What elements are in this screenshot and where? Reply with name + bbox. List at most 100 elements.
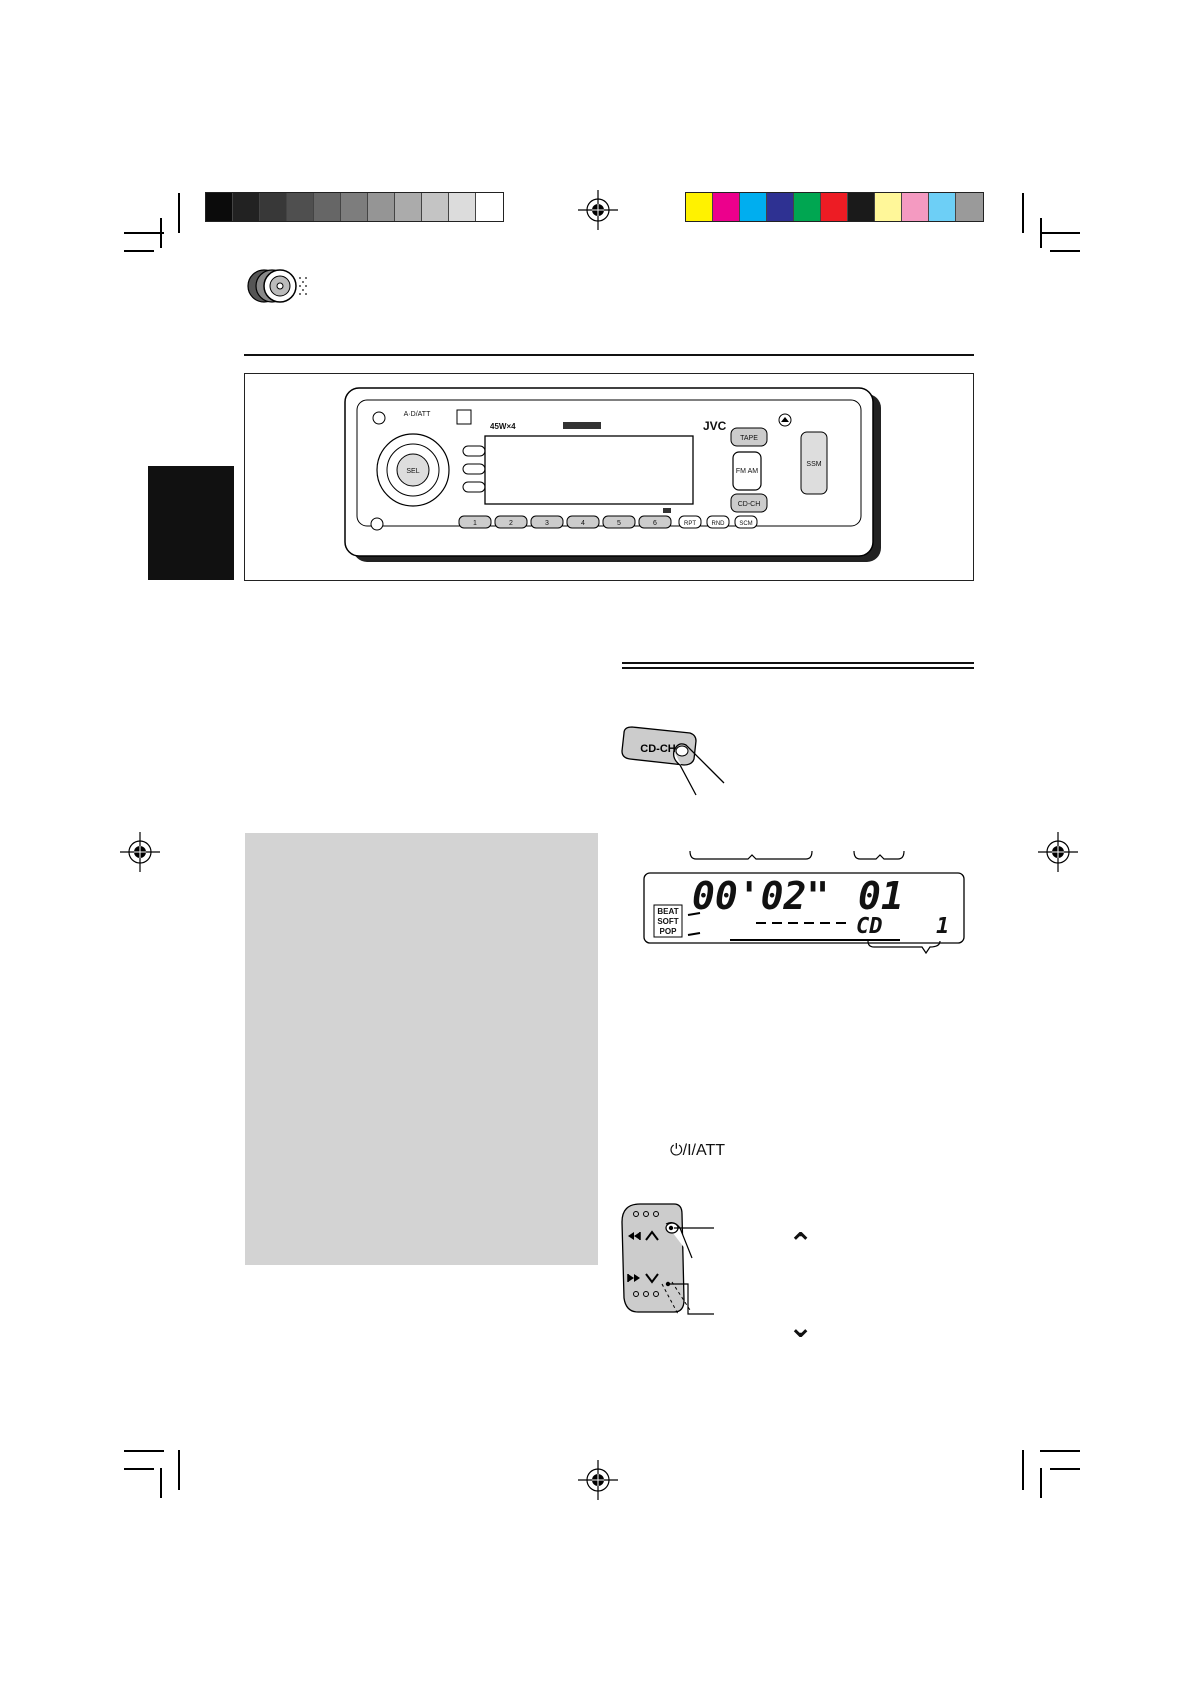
tape-button[interactable]: [730, 427, 768, 447]
band-button-label: FM AM: [736, 468, 758, 475]
sound-mode-soft: SOFT: [657, 917, 678, 926]
lcd-source: CD: [856, 914, 883, 939]
preset-button-1[interactable]: [458, 515, 492, 529]
mode-button-scm[interactable]: [734, 515, 758, 529]
color-swatch: [821, 193, 848, 221]
output-label: 45W×4: [490, 422, 516, 431]
small-button[interactable]: [462, 463, 486, 475]
section-rule: [244, 354, 974, 356]
grayscale-bar: [205, 192, 504, 222]
registration-mark-icon: [578, 190, 618, 230]
preset-button-label: 2: [509, 520, 513, 527]
crop-mark: [178, 1450, 180, 1490]
crop-mark: [124, 250, 154, 252]
head-unit-panel: SEL A·D/ATT 45W×4 JVC TAPE FM AM SSM CD-…: [244, 373, 974, 581]
color-swatch: [902, 193, 929, 221]
small-button[interactable]: [462, 481, 486, 493]
lcd-display-illustration: 00'02" 01 BEAT SOFT POP CD 1: [643, 850, 965, 955]
subsection-rule: [622, 667, 974, 669]
preset-button-5[interactable]: [602, 515, 636, 529]
power-att-label: ⏻/I/ATT: [670, 1142, 726, 1159]
seek-button[interactable]: [800, 431, 828, 495]
color-swatch: [767, 193, 794, 221]
gray-swatch: [422, 193, 449, 221]
head-unit-illustration: SEL A·D/ATT 45W×4 JVC TAPE FM AM SSM CD-…: [344, 387, 881, 562]
sel-label: SEL: [406, 468, 419, 475]
color-bar: [685, 192, 984, 222]
preset-button-label: 3: [545, 520, 549, 527]
power-label: A·D/ATT: [404, 411, 431, 418]
color-swatch: [794, 193, 821, 221]
note-box: [245, 833, 598, 1265]
small-button[interactable]: [462, 445, 486, 457]
preset-button-3[interactable]: [530, 515, 564, 529]
preset-button-6[interactable]: [638, 515, 672, 529]
sound-mode-pop: POP: [660, 927, 678, 936]
crop-mark: [1040, 232, 1080, 234]
crop-mark: [124, 232, 164, 234]
gray-swatch: [476, 193, 503, 221]
crop-mark: [1050, 1468, 1080, 1470]
cd-changer-icon: [247, 269, 307, 303]
preset-button-label: 1: [473, 520, 477, 527]
registration-mark-icon: [1038, 832, 1078, 872]
gray-swatch: [260, 193, 287, 221]
main-display: [484, 435, 694, 505]
lcd-time: 00'02": [692, 874, 829, 918]
preset-button-label: 5: [617, 520, 621, 527]
color-swatch: [713, 193, 740, 221]
mode-button-label: SCM: [739, 521, 752, 527]
brand-logo: JVC: [703, 419, 727, 433]
color-swatch: [686, 193, 713, 221]
seek-buttons-illustration: [621, 1203, 714, 1315]
preset-button-2[interactable]: [494, 515, 528, 529]
subsection-rule: [622, 662, 974, 664]
crop-mark: [1022, 1450, 1024, 1490]
preset-button-4[interactable]: [566, 515, 600, 529]
crop-mark: [1022, 193, 1024, 233]
registration-mark-icon: [120, 832, 160, 872]
gray-swatch: [206, 193, 233, 221]
mode-button[interactable]: [370, 517, 384, 531]
mode-button-rpt[interactable]: [678, 515, 702, 529]
gray-swatch: [395, 193, 422, 221]
color-swatch: [848, 193, 875, 221]
gray-swatch: [233, 193, 260, 221]
color-swatch: [929, 193, 956, 221]
crop-mark: [178, 193, 180, 233]
cd-ch-button[interactable]: [730, 493, 768, 513]
mode-button-label: RND: [712, 521, 726, 527]
cd-ch-press-illustration: CD-CH: [621, 726, 725, 796]
cd-ch-key-label: CD-CH: [640, 743, 675, 755]
down-arrow-icon: ⌄: [788, 1310, 814, 1345]
sound-mode-beat: BEAT: [657, 907, 678, 916]
crop-mark: [1040, 1450, 1080, 1452]
crop-mark: [124, 1450, 164, 1452]
gray-swatch: [314, 193, 341, 221]
ssm-label: SSM: [806, 461, 821, 468]
crop-mark: [160, 1468, 162, 1498]
preset-button-label: 4: [581, 520, 585, 527]
gray-swatch: [287, 193, 314, 221]
color-swatch: [956, 193, 983, 221]
gray-swatch: [368, 193, 395, 221]
cd-ch-button-label: CD-CH: [738, 501, 761, 508]
crop-mark: [124, 1468, 154, 1470]
tape-button-label: TAPE: [740, 435, 758, 442]
up-arrow-icon: ⌃: [788, 1227, 814, 1262]
band-button[interactable]: [732, 451, 762, 491]
preset-button-label: 6: [653, 520, 657, 527]
registration-mark-icon: [578, 1460, 618, 1500]
color-swatch: [875, 193, 902, 221]
gray-swatch: [449, 193, 476, 221]
mode-button-rnd[interactable]: [706, 515, 730, 529]
power-button[interactable]: [372, 411, 386, 425]
language-tab: [148, 466, 234, 580]
gray-swatch: [341, 193, 368, 221]
lcd-track: 01: [858, 874, 904, 918]
mode-button-label: RPT: [684, 521, 696, 527]
color-swatch: [740, 193, 767, 221]
lcd-disc: 1: [936, 914, 949, 939]
crop-mark: [1040, 1468, 1042, 1498]
crop-mark: [1050, 250, 1080, 252]
